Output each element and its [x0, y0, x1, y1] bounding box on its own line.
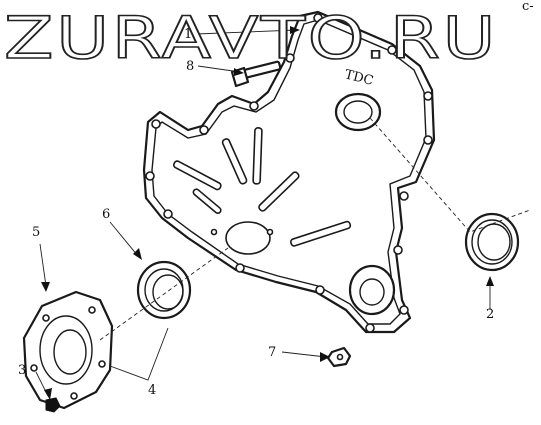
callout-1: 1	[184, 27, 192, 42]
corner-mark: c-	[522, 0, 534, 14]
nut-part-3	[45, 397, 61, 413]
cover-ribs	[172, 127, 352, 247]
crank-oil-seal	[136, 260, 192, 320]
callout-5: 5	[32, 225, 40, 240]
callout-8: 8	[186, 59, 194, 74]
callout-7: 7	[268, 345, 276, 360]
seal-carrier	[22, 290, 114, 410]
callout-3: 3	[18, 363, 26, 378]
upper-bore	[334, 92, 382, 132]
assembly-axes	[99, 117, 531, 341]
upper-seal-ring	[464, 212, 520, 272]
crank-seal-bore	[225, 221, 271, 255]
watermark-text: ZURAVTO.RU	[4, 4, 498, 72]
callout-6: 6	[102, 207, 110, 222]
lower-boss	[348, 264, 396, 316]
leader-lines	[35, 26, 494, 400]
cover-bolt-bosses	[145, 13, 433, 333]
tdc-marking: TDC	[343, 67, 375, 89]
callout-2: 2	[486, 307, 494, 322]
nut-part-7	[326, 346, 352, 368]
callout-labels: 1 2 3 4 5 6 7 8	[18, 27, 494, 398]
front-cover: TDC	[142, 10, 436, 334]
callout-4: 4	[148, 383, 156, 398]
